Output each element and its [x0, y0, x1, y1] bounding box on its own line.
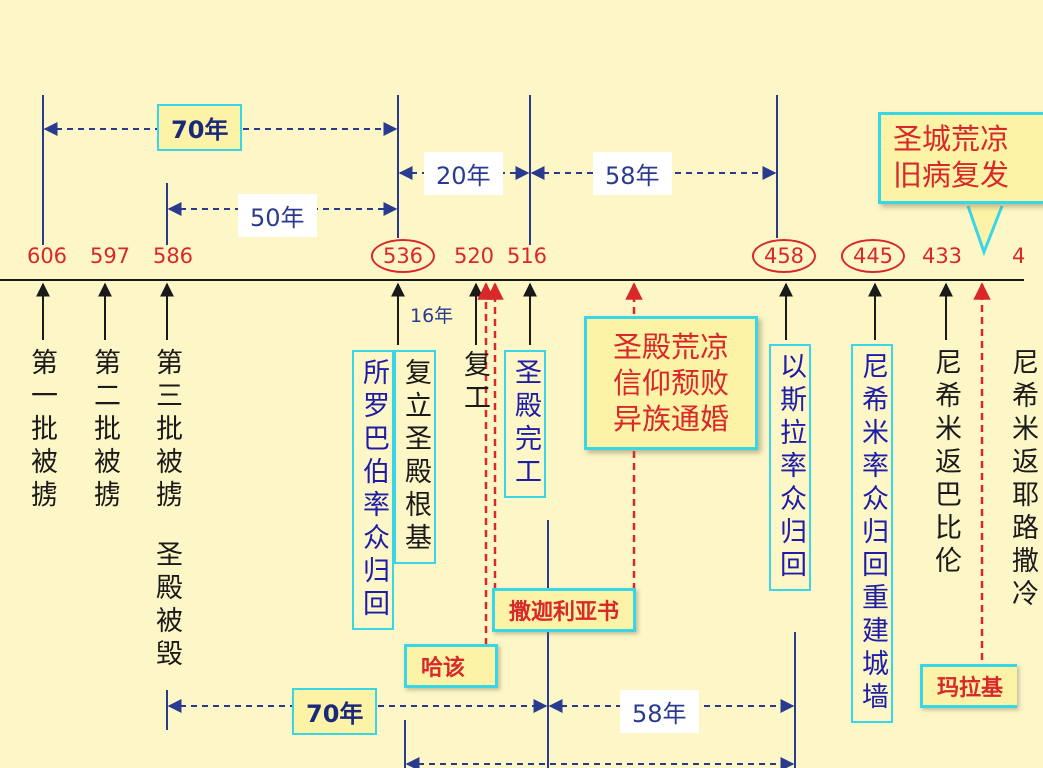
note-line: 旧病复发 [893, 158, 1010, 192]
year-partial: 4 [1012, 244, 1026, 268]
note-line: 圣殿荒凉 [612, 330, 729, 364]
event-resume-work: 复工 [459, 350, 490, 416]
event-first-captivity: 第一批被掳 [26, 348, 57, 513]
event-nehemiah-again: 尼希米返耶路撒冷 [1007, 348, 1038, 612]
event-nehemiah-rebuild: 尼希米率众归回重建城墙 [851, 344, 893, 723]
year-458: 458 [751, 239, 817, 273]
year-433: 433 [921, 244, 963, 268]
span-label-top-50: 50年 [238, 194, 317, 237]
span-label-16: 16年 [410, 305, 454, 327]
callout-tail [966, 205, 1004, 257]
year-597: 597 [89, 244, 131, 268]
year-445: 445 [840, 239, 906, 273]
year-606: 606 [26, 244, 68, 268]
span-label-bottom-70: 70年 [292, 688, 378, 735]
event-second-captivity: 第二批被掳 [89, 348, 120, 513]
year-516: 516 [506, 244, 548, 268]
event-nehemiah-babylon: 尼希米返巴比伦 [930, 348, 961, 579]
note-city-desolate: 圣城荒凉 旧病复发 [878, 112, 1043, 204]
tag-malachi: 玛拉基 [920, 664, 1018, 708]
note-line: 异族通婚 [612, 402, 729, 436]
span-label-top-20: 20年 [424, 152, 503, 195]
year-586: 586 [152, 244, 194, 268]
year-520: 520 [453, 244, 495, 268]
event-temple-completed: 圣殿完工 [504, 350, 546, 498]
note-line: 信仰颓败 [612, 366, 729, 400]
event-temple-destroyed: 圣殿被毁 [151, 540, 182, 672]
tag-zechariah: 撒迦利亚书 [492, 588, 637, 632]
event-zerubbabel-return: 所罗巴伯率众归回 [352, 350, 394, 630]
tag-haggai: 哈该 [404, 644, 499, 688]
span-label-top-58: 58年 [593, 152, 672, 195]
span-label-top-70: 70年 [157, 104, 243, 151]
event-ezra-return: 以斯拉率众归回 [769, 344, 811, 591]
note-temple-desolate: 圣殿荒凉 信仰颓败 异族通婚 [584, 316, 758, 450]
event-temple-foundation: 复立圣殿根基 [394, 350, 436, 564]
event-third-captivity: 第三批被掳 [151, 348, 182, 513]
year-536: 536 [370, 239, 436, 273]
note-line: 圣城荒凉 [893, 122, 1010, 156]
span-label-bottom-58: 58年 [620, 690, 699, 733]
